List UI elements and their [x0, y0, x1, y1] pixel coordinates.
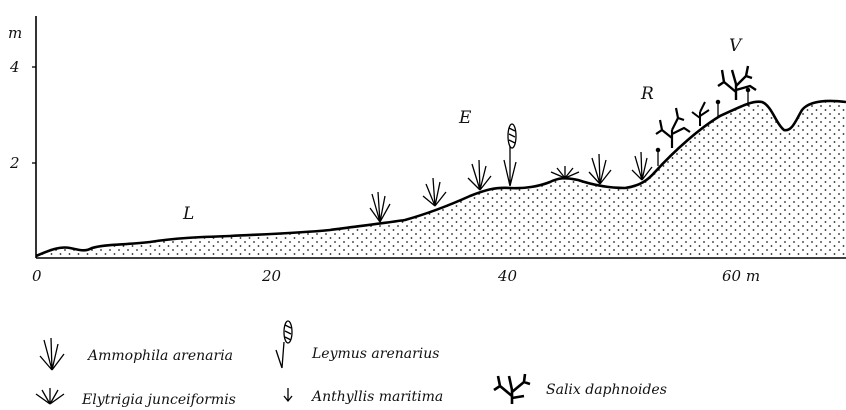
legend-salix-icon	[494, 374, 530, 404]
ammophila-plant-icon	[632, 152, 652, 180]
legend-leymus-label: Leymus arenarius	[311, 346, 439, 362]
x-tick-label-40: 40	[497, 267, 518, 285]
legend-salix-label: Salix daphnoides	[546, 382, 667, 398]
salix-shrub-icon	[718, 66, 756, 100]
leymus-plant-icon	[504, 124, 516, 186]
legend-elytrigia-label: Elytrigia junceiformis	[81, 392, 236, 408]
legend-elytrigia-icon	[36, 388, 64, 404]
y-tick-label-2: 2	[9, 154, 20, 172]
zone-label-E: E	[458, 108, 472, 128]
legend-anthyllis-label: Anthyllis maritima	[310, 389, 443, 405]
salix-shrub-icon	[692, 102, 709, 126]
ammophila-plant-icon	[589, 154, 611, 184]
x-tick-label-20: 20	[261, 267, 282, 285]
elytrigia-plant-icon	[551, 166, 579, 178]
x-tick-label-60m: 60 m	[722, 267, 760, 285]
zone-label-R: R	[640, 84, 654, 104]
legend-ammophila-icon	[40, 338, 64, 370]
y-tick-label-4: 4	[9, 58, 20, 76]
y-axis-unit: m	[8, 24, 22, 42]
zone-label-L: L	[182, 204, 194, 224]
ammophila-plant-icon	[370, 192, 390, 222]
x-tick-label-0: 0	[32, 267, 42, 285]
ammophila-plant-icon	[423, 178, 446, 206]
zone-label-V: V	[729, 36, 743, 56]
legend-ammophila-label: Ammophila arenaria	[86, 348, 233, 364]
sand-body	[36, 101, 846, 258]
legend-leymus-icon	[276, 321, 292, 368]
ammophila-plant-icon	[468, 160, 491, 190]
legend-anthyllis-icon	[284, 388, 292, 401]
